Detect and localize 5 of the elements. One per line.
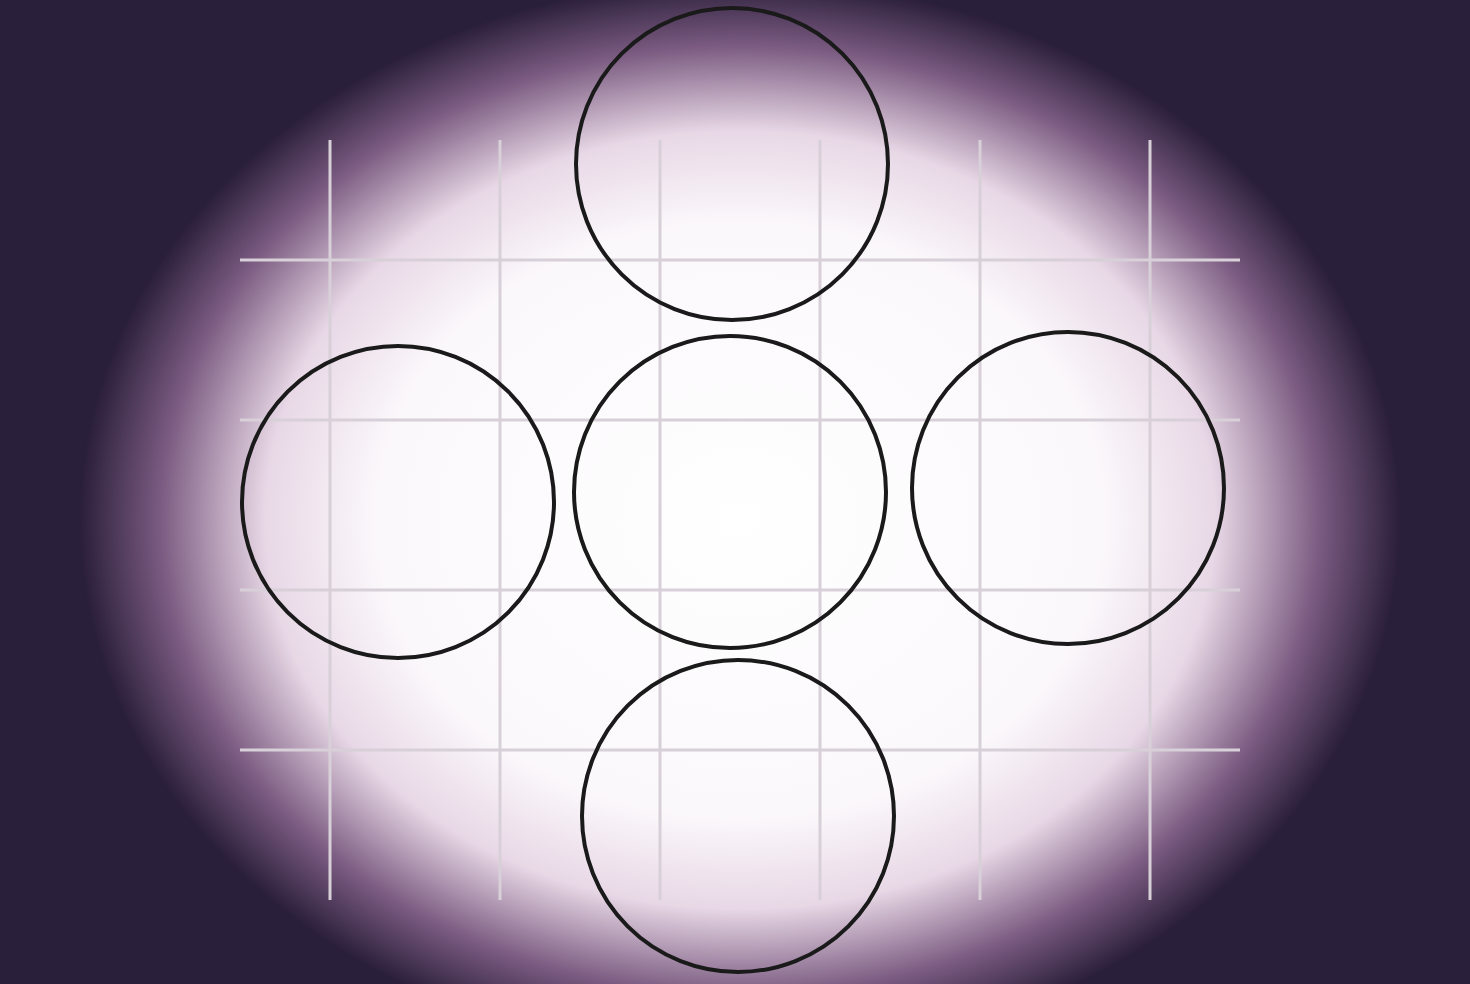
circle-outline <box>910 330 1226 646</box>
circle-outline <box>580 658 896 974</box>
circle-outline <box>240 344 556 660</box>
circle-outline <box>574 6 890 322</box>
circle-outline <box>572 334 888 650</box>
